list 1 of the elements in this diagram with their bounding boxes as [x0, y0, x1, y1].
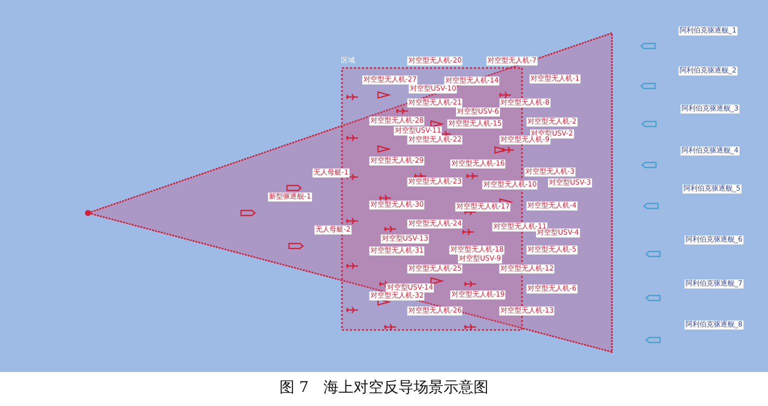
figure-caption: 图 7 海上对空反导场景示意图: [278, 378, 490, 397]
